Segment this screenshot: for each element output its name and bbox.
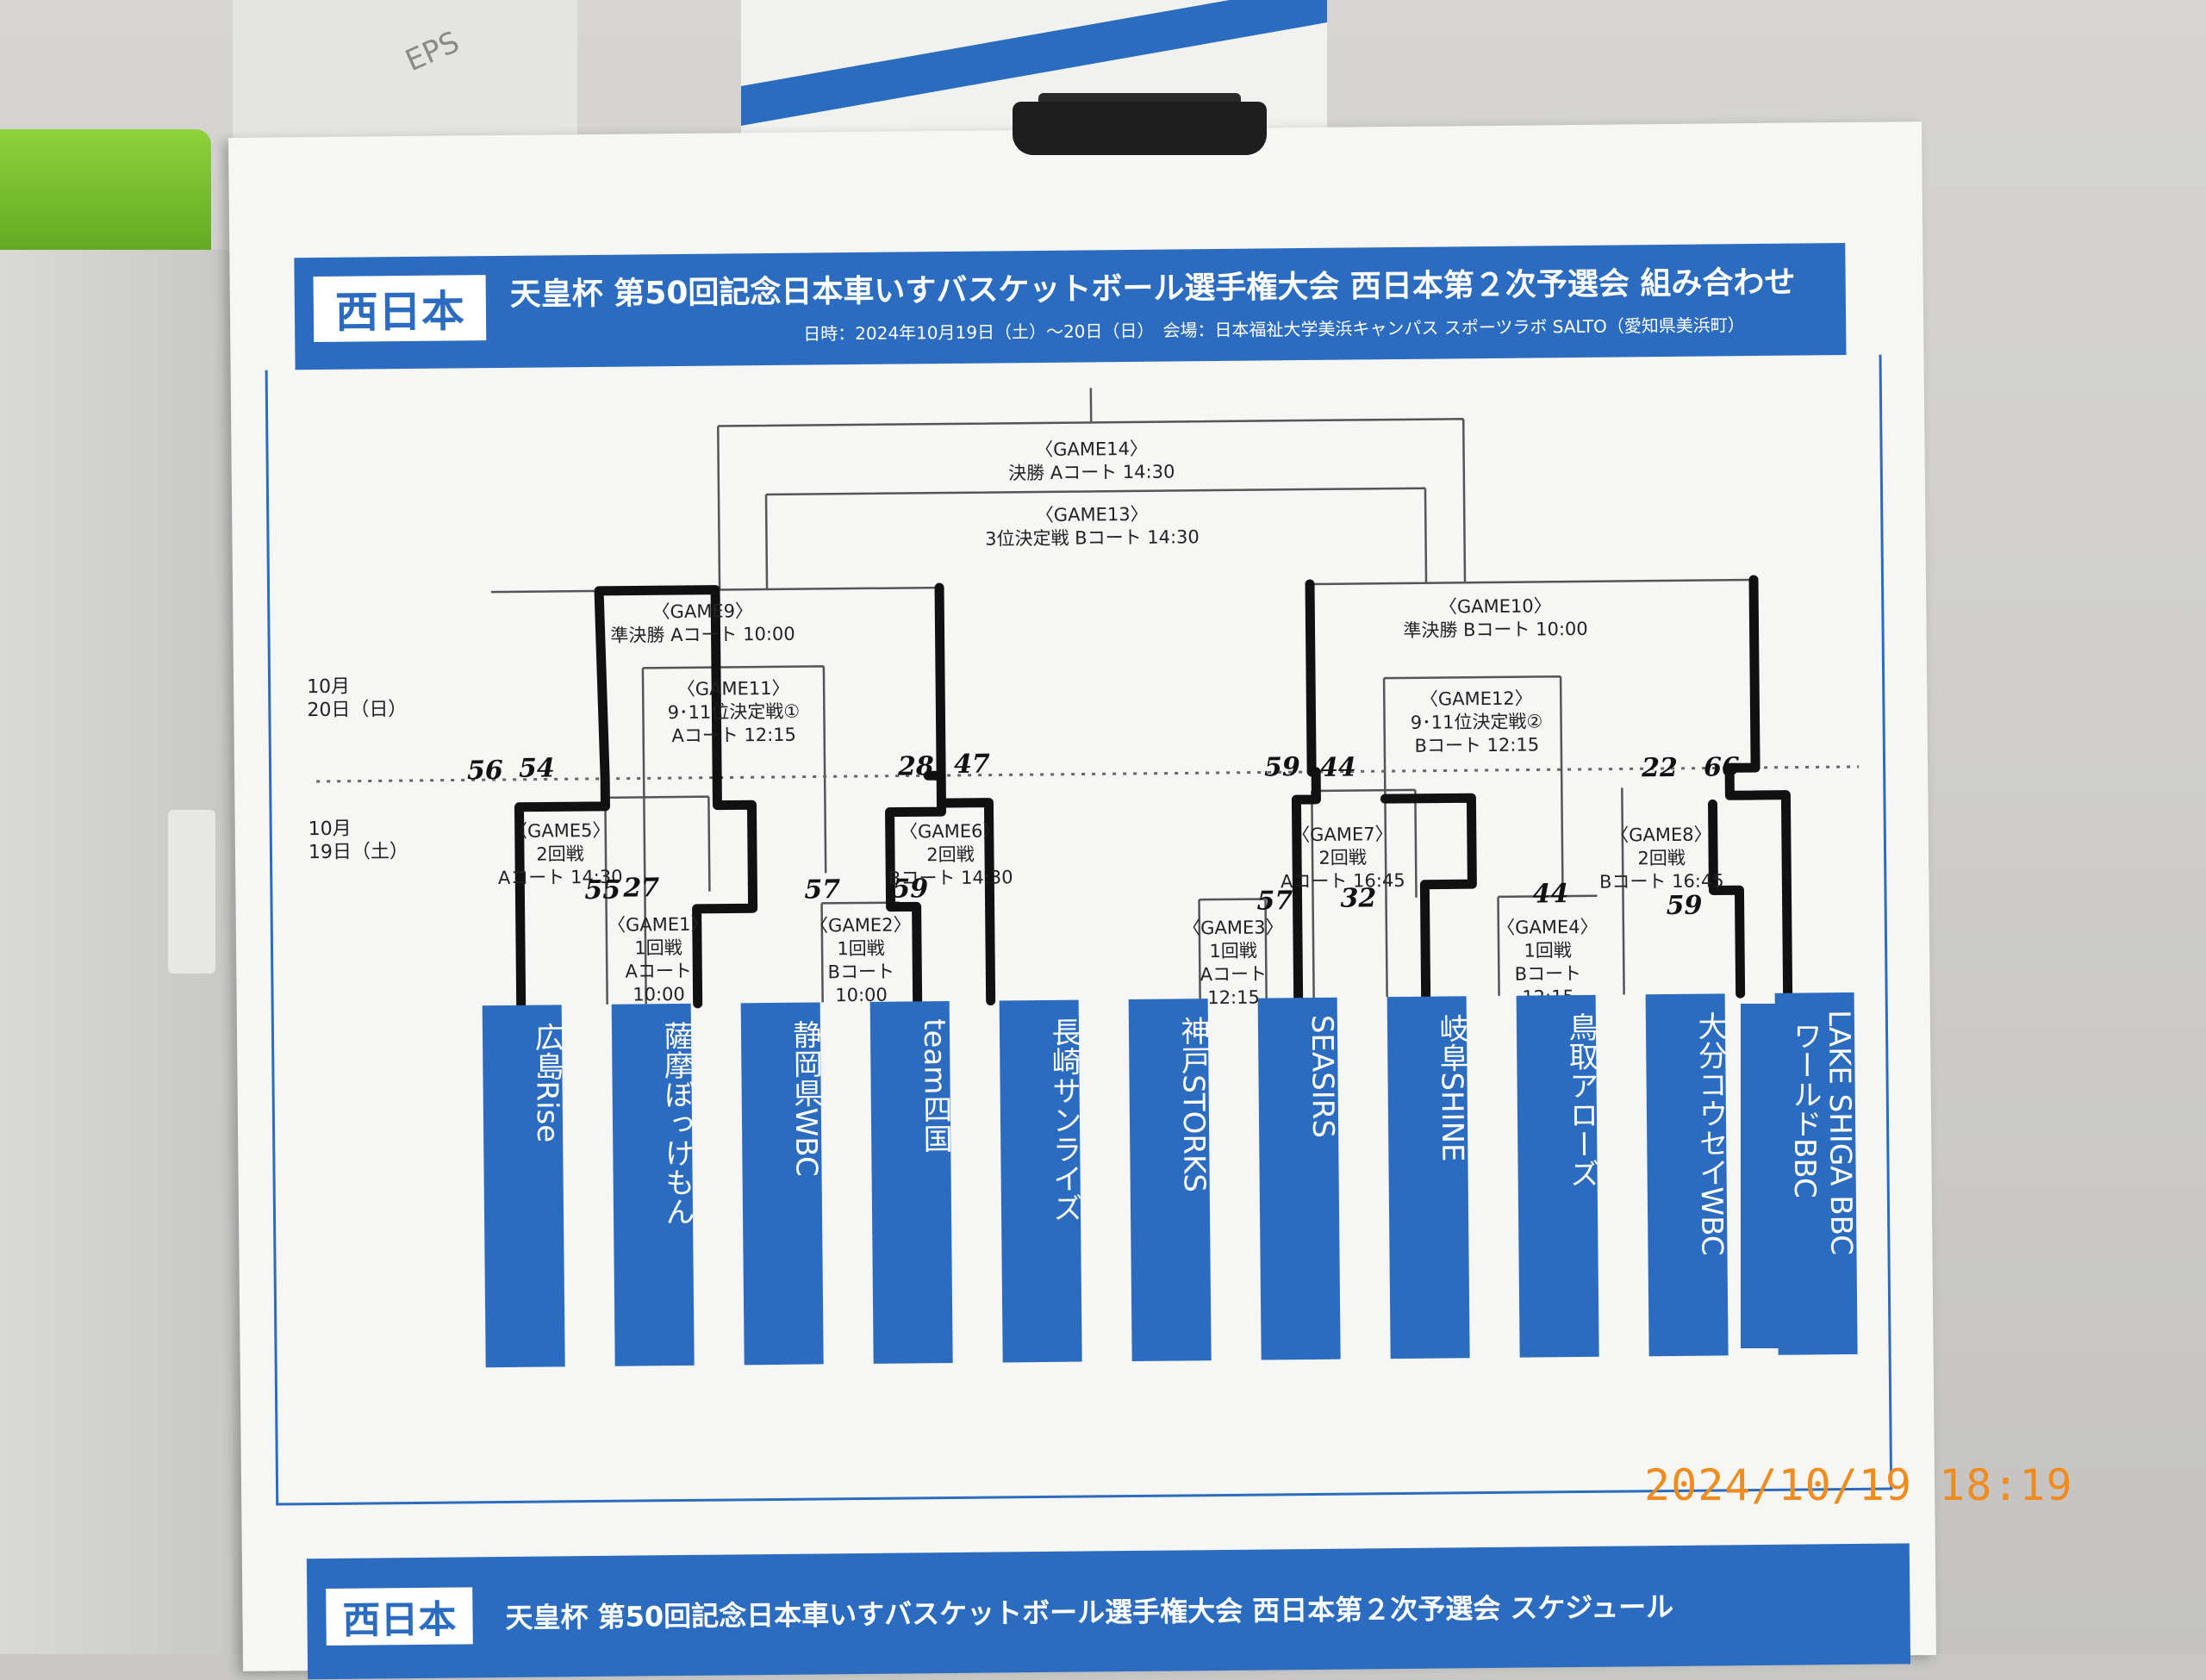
lower-title: 天皇杯 第50回記念日本車いすバスケットボール選手権大会 西日本第２次予選会 ス… xyxy=(505,1590,1674,1634)
team-box: ワールドBBC xyxy=(1741,1004,1822,1348)
score-game7-left: 59 xyxy=(1263,752,1300,783)
team-box: 岐阜SHINE xyxy=(1387,996,1470,1360)
team-name: 大分コウセイWBC xyxy=(1692,1011,1729,1256)
wall-panel xyxy=(233,0,577,151)
team-box: 薩摩ぼっけもん xyxy=(611,1003,695,1366)
team-name: SEASIRS xyxy=(1304,1014,1341,1139)
lower-region-badge: 西日本 xyxy=(326,1587,473,1646)
score-game7-right: 44 xyxy=(1319,752,1356,783)
board-clip xyxy=(1013,102,1267,155)
team-name: team四国 xyxy=(916,1017,953,1154)
score-game5-left: 56 xyxy=(466,755,503,787)
game10-label: 〈GAME10〉準決勝 Bコート 10:00 xyxy=(1403,595,1588,641)
cabinet-handle xyxy=(168,810,215,974)
team-name: ワールドBBC xyxy=(1787,1021,1822,1198)
game14-label: 〈GAME14〉決勝 Aコート 14:30 xyxy=(1008,438,1175,484)
score-game6-left: 28 xyxy=(897,751,934,782)
team-box: 鳥取アローズ xyxy=(1516,994,1599,1358)
score-game1-left: 55 xyxy=(584,874,621,906)
score-game4-left: 44 xyxy=(1532,879,1569,910)
team-name: 岐阜SHINE xyxy=(1433,1013,1470,1162)
score-game4-right: 59 xyxy=(1666,890,1703,922)
team-box: 長崎サンライズ xyxy=(999,999,1083,1363)
score-game5-right: 54 xyxy=(518,753,555,784)
team-box: 神戸STORKS xyxy=(1128,999,1212,1361)
score-game8-left: 22 xyxy=(1641,752,1679,784)
score-game1-right: 27 xyxy=(623,873,660,904)
team-name: 薩摩ぼっけもん xyxy=(657,1020,695,1227)
score-game2-right: 59 xyxy=(892,874,929,905)
team-name: 鳥取アローズ xyxy=(1562,1011,1599,1189)
team-name: 長崎サンライズ xyxy=(1045,1017,1083,1223)
team-box: 大分コウセイWBC xyxy=(1645,993,1729,1357)
green-bin xyxy=(0,129,211,258)
team-name: 広島Rise xyxy=(528,1022,565,1143)
team-box: SEASIRS xyxy=(1257,997,1341,1360)
game9-label: 〈GAME9〉準決勝 Aコート 10:00 xyxy=(610,600,795,646)
bracket-lines xyxy=(316,388,1860,1011)
score-game6-right: 47 xyxy=(953,749,990,780)
score-game3-right: 32 xyxy=(1340,883,1377,914)
score-game3-left: 57 xyxy=(1256,886,1293,917)
score-game8-right: 66 xyxy=(1703,752,1741,783)
score-game2-left: 57 xyxy=(804,874,841,905)
lower-header: 西日本 天皇杯 第50回記念日本車いすバスケットボール選手権大会 西日本第２次予… xyxy=(306,1543,1911,1680)
team-box: 広島Rise xyxy=(482,1005,565,1368)
game13-label: 〈GAME13〉3位決定戦 Bコート 14:30 xyxy=(985,503,1200,550)
photo-timestamp: 2024/10/19 18:19 xyxy=(1644,1460,2073,1510)
team-name: 静岡県WBC xyxy=(787,1019,824,1177)
bracket-board: 西日本 天皇杯 第50回記念日本車いすバスケットボール選手権大会 西日本第２次予… xyxy=(228,121,1936,1680)
cabinet xyxy=(0,250,233,1654)
team-box: 静岡県WBC xyxy=(740,1002,824,1366)
team-name: 神戸STORKS xyxy=(1175,1016,1212,1193)
team-box: team四国 xyxy=(869,1001,953,1364)
